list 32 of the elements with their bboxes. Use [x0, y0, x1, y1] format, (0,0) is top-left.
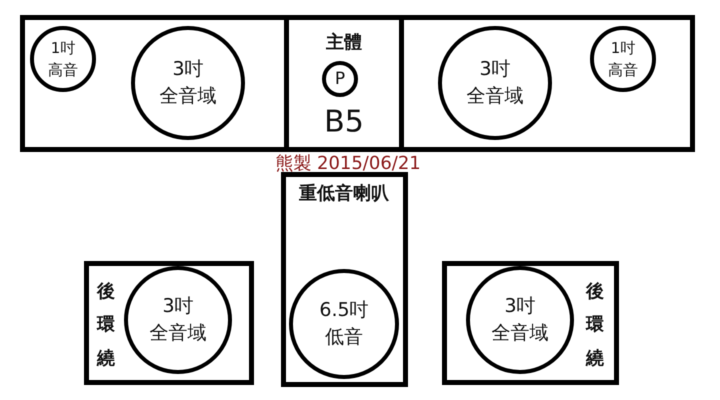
speaker-box [281, 172, 408, 387]
speaker-label: 3吋 [479, 58, 511, 81]
speaker-box [84, 261, 254, 385]
speaker-label: 1吋 [610, 39, 636, 57]
speaker-circle [438, 26, 552, 140]
speaker-label: 3吋 [504, 295, 536, 318]
vertical-label: 後環繞 [97, 280, 115, 371]
speaker-label: 6.5吋 [319, 299, 369, 322]
vertical-label: 後環繞 [586, 280, 604, 371]
box-heading: 主體 [326, 31, 362, 54]
speaker-label: 3吋 [162, 295, 194, 318]
speaker-label: P [334, 68, 346, 90]
speaker-circle [466, 266, 574, 374]
speaker-label: 1吋 [50, 39, 76, 57]
signature-note: 熊製 2015/06/21 [275, 152, 421, 175]
speaker-circle [131, 26, 245, 140]
speaker-circle [590, 26, 656, 92]
speaker-label: 高音 [48, 61, 78, 79]
speaker-label: 全音域 [492, 322, 548, 345]
speaker-circle [322, 61, 358, 97]
speaker-circle [289, 269, 399, 379]
speaker-label: 全音域 [160, 85, 216, 108]
speaker-label: 全音域 [150, 322, 206, 345]
speaker-circle [30, 26, 96, 92]
speaker-label: 高音 [608, 61, 638, 79]
model-label: B5 [324, 104, 364, 140]
speaker-box [442, 261, 619, 385]
speaker-label: 3吋 [172, 58, 204, 81]
speaker-circle [124, 266, 232, 374]
speaker-label: 低音 [325, 326, 363, 349]
speaker-label: 全音域 [466, 85, 524, 108]
box-heading: 重低音喇叭 [299, 182, 389, 205]
